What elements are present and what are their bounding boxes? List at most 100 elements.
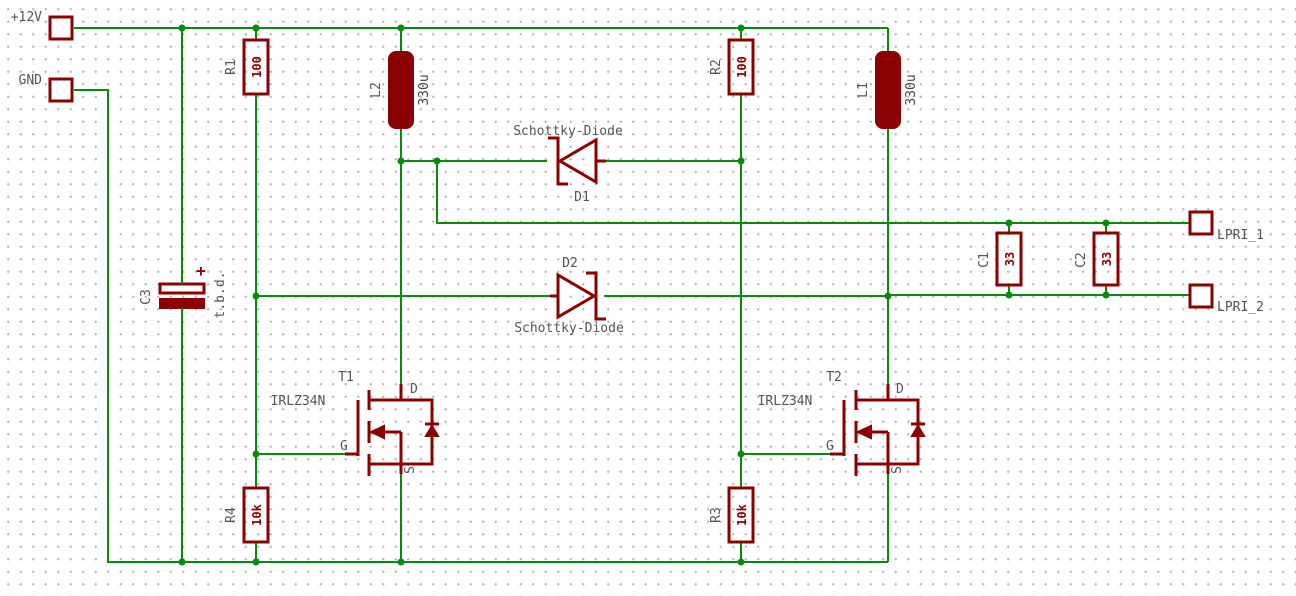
mosfet-ref: T1: [338, 370, 354, 385]
mosfet-source-label: S: [890, 466, 905, 474]
resistor-value: 100: [250, 56, 264, 78]
resistor-ref: R3: [709, 507, 724, 523]
junction: [252, 450, 260, 458]
wires: [74, 27, 1190, 563]
mosfet-body-diode: [910, 424, 926, 437]
diode-ref: D1: [574, 190, 590, 205]
inductor-body: [388, 51, 414, 129]
junction: [252, 558, 260, 566]
mosfet-value: IRLZ34N: [271, 394, 326, 409]
mosfet-drain-label: D: [896, 382, 904, 397]
resistor-r1[interactable]: 100 R1: [224, 38, 270, 96]
junction: [737, 558, 745, 566]
capacitor-body: [1092, 231, 1120, 287]
junction: [1102, 219, 1110, 227]
mosfet-drain-label: D: [410, 382, 418, 397]
mosfet-arrow: [368, 424, 385, 440]
capacitor-value: 33: [1100, 252, 1114, 266]
resistor-ref: R2: [709, 59, 724, 75]
pin-label-lpri2: LPRI_2: [1217, 300, 1264, 315]
capacitor-value: t.b.d.: [213, 272, 228, 319]
capacitor-plate-top: [158, 282, 206, 295]
connector-vcc[interactable]: +12V: [11, 10, 74, 41]
capacitor-ref: C2: [1074, 252, 1089, 268]
capacitor-body: [995, 231, 1023, 287]
pad-lpri1[interactable]: [1188, 210, 1214, 236]
mosfet-t2[interactable]: T2 IRLZ34N D G S: [758, 370, 926, 476]
diode-cathode-bar: [586, 271, 606, 321]
resistor-r3[interactable]: 10k R3: [709, 486, 755, 544]
pin-label-lpri1: LPRI_1: [1217, 228, 1264, 243]
capacitor-ref: C1: [977, 252, 992, 268]
pad-gnd[interactable]: [48, 77, 74, 103]
mosfet-drain: [856, 384, 890, 402]
capacitor-c3[interactable]: + t.b.d. C3: [139, 261, 228, 318]
wire-lpri1: [436, 161, 1190, 224]
mosfet-body-diode: [424, 424, 440, 437]
diode-triangle: [556, 272, 597, 320]
inductor-l2[interactable]: 330u L2: [369, 51, 432, 129]
junction: [178, 558, 186, 566]
mosfet-value: IRLZ34N: [758, 394, 813, 409]
junction: [252, 292, 260, 300]
connector-gnd[interactable]: GND: [19, 73, 74, 103]
capacitor-value: 33: [1003, 252, 1017, 266]
junction: [737, 450, 745, 458]
mosfet-source: [369, 462, 403, 474]
wire-gnd-rail: [74, 89, 888, 563]
junction: [252, 24, 260, 32]
diode-cathode-bar: [548, 136, 568, 186]
junctions: [178, 24, 1110, 566]
capacitor-c2[interactable]: 33 C2: [1074, 231, 1120, 287]
capacitor-c1[interactable]: 33 C1: [977, 231, 1023, 287]
diode-d2[interactable]: D2 Schottky-Diode: [514, 256, 624, 336]
pin-label-vcc: +12V: [11, 10, 42, 25]
pad-vcc[interactable]: [48, 15, 74, 41]
mosfet-arrow: [855, 424, 872, 440]
resistor-body: [727, 38, 755, 96]
mosfet-drain: [369, 384, 403, 402]
mosfet-gate-label: G: [340, 439, 348, 454]
resistor-value: 10k: [250, 503, 264, 525]
pad-lpri2[interactable]: [1188, 283, 1214, 309]
junction: [884, 292, 892, 300]
connector-lpri1[interactable]: LPRI_1: [1188, 210, 1264, 243]
connector-lpri2[interactable]: LPRI_2: [1188, 283, 1264, 315]
inductor-body: [875, 51, 901, 129]
mosfet-t1[interactable]: T1 IRLZ34N D G S: [271, 370, 440, 476]
junction: [737, 157, 745, 165]
junction: [397, 558, 405, 566]
junction: [178, 24, 186, 32]
capacitor-ref: C3: [139, 289, 154, 305]
resistor-value: 100: [735, 56, 749, 78]
diode-triangle: [557, 137, 598, 185]
inductor-ref: L2: [369, 82, 384, 98]
resistor-body: [727, 486, 755, 544]
resistor-r4[interactable]: 10k R4: [224, 486, 270, 544]
resistor-value: 10k: [735, 503, 749, 525]
diode-d1[interactable]: Schottky-Diode D1: [513, 124, 623, 205]
capacitor-polarity: +: [196, 261, 206, 280]
resistor-r2[interactable]: 100 R2: [709, 38, 755, 96]
junction: [433, 157, 441, 165]
junction: [1102, 291, 1110, 299]
junction: [737, 24, 745, 32]
diode-value: Schottky-Diode: [514, 321, 624, 336]
inductor-value: 330u: [904, 74, 919, 105]
diode-value: Schottky-Diode: [513, 124, 623, 139]
resistor-body: [242, 486, 270, 544]
junction: [397, 157, 405, 165]
mosfet-gate-label: G: [826, 439, 834, 454]
mosfet-ref: T2: [826, 370, 842, 385]
inductor-l1[interactable]: 330u L1: [856, 51, 919, 129]
resistor-body: [242, 38, 270, 96]
capacitor-plate-bottom: [159, 298, 205, 309]
junction: [1005, 291, 1013, 299]
diode-ref: D2: [562, 256, 578, 271]
pin-label-gnd: GND: [19, 73, 43, 88]
inductor-ref: L1: [856, 82, 871, 98]
resistor-ref: R1: [224, 59, 239, 75]
inductor-value: 330u: [417, 74, 432, 105]
